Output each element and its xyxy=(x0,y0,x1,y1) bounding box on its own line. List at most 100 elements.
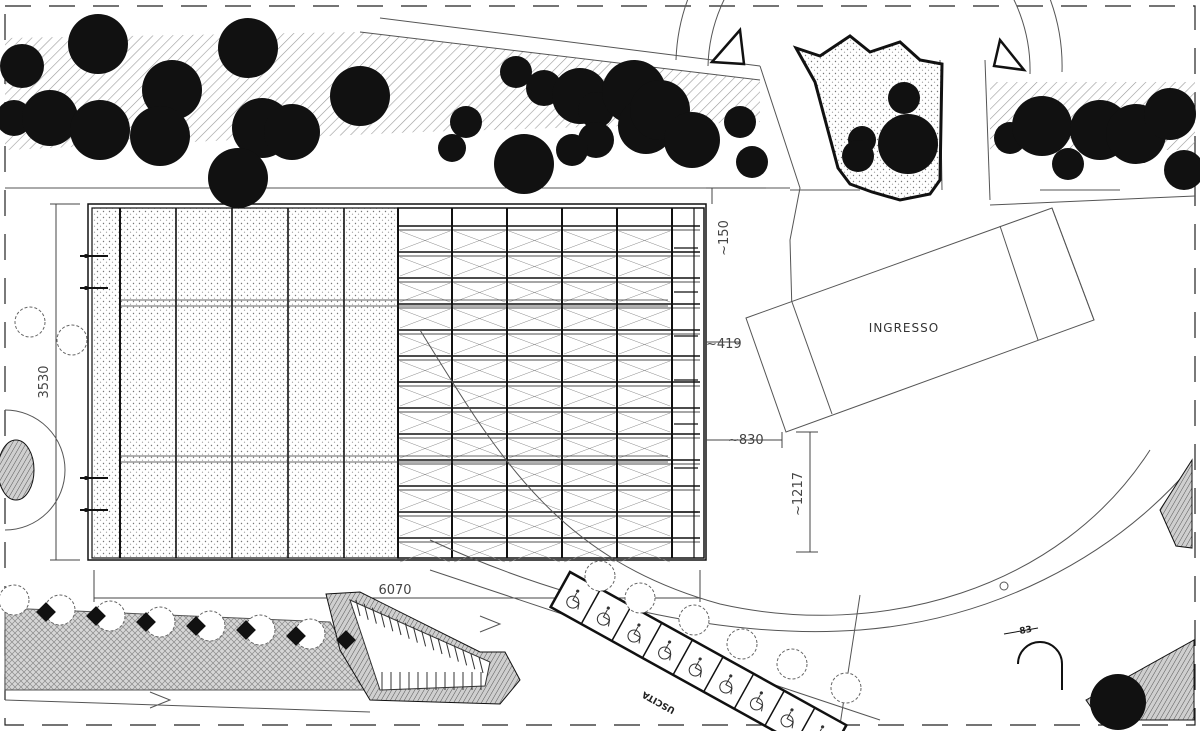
canopy-brace xyxy=(453,230,506,251)
canopy-brace xyxy=(399,282,451,303)
tree-canopy-icon xyxy=(736,146,768,178)
stair-tread xyxy=(363,603,369,620)
wheelchair-icon xyxy=(688,657,702,678)
small-turning-circle xyxy=(1003,627,1063,690)
wheelchair-icon xyxy=(719,674,733,695)
canopy-brace xyxy=(563,360,616,381)
shrub-symbols xyxy=(0,306,862,704)
tree-canopy-icon xyxy=(130,106,190,166)
stair-tread xyxy=(462,649,468,666)
wheelchair-icon xyxy=(780,708,794,729)
roundabout-arc xyxy=(419,329,1191,633)
stair-tread xyxy=(470,653,476,670)
shrub-icon xyxy=(0,584,30,616)
parking-stall-divider xyxy=(641,622,663,659)
entrance-canopy xyxy=(745,207,1095,433)
canopy-brace xyxy=(618,542,671,563)
canopy-brace xyxy=(453,438,506,459)
canopy-brace xyxy=(563,256,616,277)
canopy-brace xyxy=(453,490,506,511)
canopy-brace xyxy=(508,438,561,459)
canopy-brace xyxy=(453,516,506,537)
canopy-brace xyxy=(453,282,506,303)
canopy-brace xyxy=(453,334,506,355)
tree-canopy-icon xyxy=(1052,148,1084,180)
canopy-brace xyxy=(618,464,671,485)
right-planting-wedge xyxy=(1159,458,1193,549)
canopy-brace xyxy=(563,334,616,355)
canopy-brace xyxy=(618,412,671,433)
tree-canopy-icon xyxy=(494,134,554,194)
dim-offset-entry: ~830 xyxy=(728,433,764,448)
tree-canopy-icon xyxy=(1012,96,1072,156)
tree-canopy-icon xyxy=(22,90,78,146)
shrub-icon xyxy=(14,306,46,338)
stair-tread xyxy=(421,630,427,647)
stair-tread xyxy=(355,599,361,617)
canopy-brace xyxy=(399,256,451,277)
stair-tread xyxy=(380,611,386,628)
canopy-brace xyxy=(453,386,506,407)
stair-tread xyxy=(453,645,459,662)
tree-canopy-icon xyxy=(218,18,278,78)
upper-roundabout xyxy=(675,0,1063,75)
wheelchair-icon xyxy=(566,589,580,610)
parking-stall-divider xyxy=(672,639,694,676)
canopy-brace xyxy=(563,516,616,537)
dim-offset-mid: ~419 xyxy=(706,337,742,352)
canopy-brace xyxy=(399,516,451,537)
parking-stall-divider xyxy=(703,656,724,693)
canopy-brace xyxy=(618,334,671,355)
canopy-brace xyxy=(618,230,671,251)
canopy-brace xyxy=(618,282,671,303)
canopy-brace xyxy=(508,386,561,407)
shrub-icon xyxy=(726,628,758,660)
canopy-brace xyxy=(618,308,671,329)
tree-canopy-icon xyxy=(0,44,44,88)
canopy-brace xyxy=(399,464,451,485)
dim-depth-total: 3530 xyxy=(37,365,52,398)
shrub-icon xyxy=(830,672,862,704)
tree-canopy-icon xyxy=(142,60,202,120)
entrance-label: INGRESSO xyxy=(869,321,939,335)
shrub-icon xyxy=(584,560,616,592)
tree-canopy-icon xyxy=(724,106,756,138)
building-footprint xyxy=(80,203,707,563)
tree-canopy-icon xyxy=(1164,150,1200,190)
tree-canopy-icon xyxy=(842,140,874,172)
canopy-brace xyxy=(618,490,671,511)
canopy-brace xyxy=(508,464,561,485)
canopy-brace xyxy=(399,230,451,251)
wheelchair-icon xyxy=(627,623,641,644)
stair-tread xyxy=(396,618,402,636)
wheelchair-icon xyxy=(596,606,611,627)
parking-stall-divider xyxy=(764,690,785,727)
canopy-brace xyxy=(563,386,616,407)
stair-tread xyxy=(371,607,377,624)
canopy-brace xyxy=(563,542,616,563)
canopy-brace xyxy=(563,490,616,511)
dim-offset-top: ~150 xyxy=(717,220,732,256)
canopy-brace xyxy=(453,464,506,485)
small-dimension: 83 xyxy=(1019,625,1033,637)
stair-tread xyxy=(478,656,484,674)
stair-tread xyxy=(412,626,418,643)
tree-canopy-icon xyxy=(68,14,128,74)
canopy-brace xyxy=(453,542,506,563)
canopy-brace xyxy=(618,256,671,277)
canopy-brace xyxy=(453,308,506,329)
canopy-brace xyxy=(399,438,451,459)
canopy-brace xyxy=(508,516,561,537)
stair-tread xyxy=(388,615,394,632)
canopy-brace xyxy=(508,490,561,511)
shrub-icon xyxy=(336,630,356,650)
tree-canopy-icon xyxy=(208,148,268,208)
canopy-brace xyxy=(563,412,616,433)
canopy-brace xyxy=(508,282,561,303)
tree-canopy-icon xyxy=(556,134,588,166)
tree-canopy-icon xyxy=(264,104,320,160)
tree-canopy-icon xyxy=(438,134,466,162)
canopy-brace xyxy=(618,360,671,381)
dim-offset-side: ~1217 xyxy=(791,472,806,516)
canopy-brace xyxy=(508,360,561,381)
